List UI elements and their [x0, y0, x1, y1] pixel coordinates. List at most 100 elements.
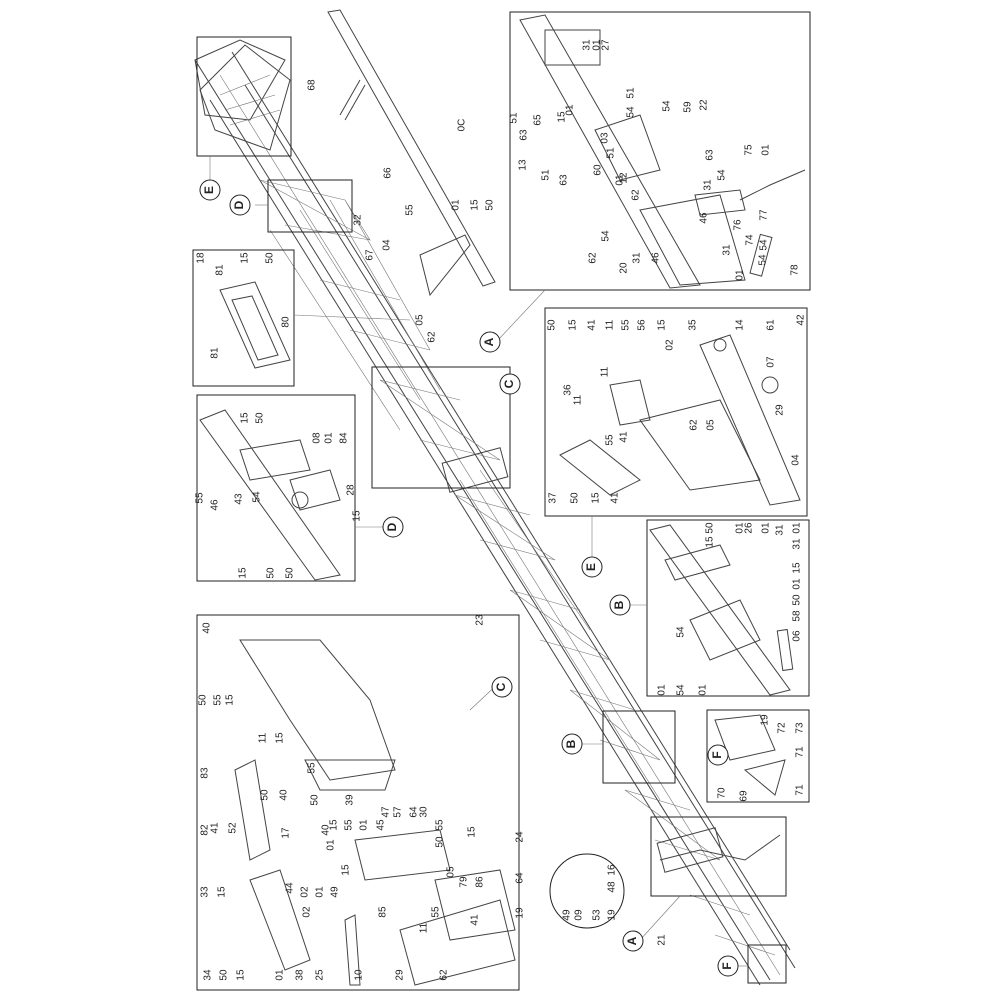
part-label-d: 28	[346, 484, 357, 496]
callout-circle	[382, 516, 404, 538]
part-label-main: 48	[607, 881, 618, 893]
callout-circle	[581, 556, 603, 578]
part-label-c: 15	[329, 819, 340, 831]
part-label-a: 01	[735, 269, 746, 281]
part-label-f: 19	[760, 714, 771, 726]
callout-circle	[479, 331, 501, 353]
part-label-e: 56	[637, 319, 648, 331]
part-label-a: 12	[619, 172, 630, 184]
callout-bubble-c: C	[499, 373, 521, 395]
callout-circle	[707, 744, 729, 766]
part-label-a: 51	[626, 87, 637, 99]
callout-circle	[499, 373, 521, 395]
part-label-e: 37	[548, 492, 559, 504]
part-label-a: 54	[662, 100, 673, 112]
callout-letter: F	[710, 751, 724, 758]
part-label-a: 46	[699, 212, 710, 224]
part-label-c: 55	[431, 906, 442, 918]
detail-box-E	[544, 307, 808, 517]
callout-letter: A	[482, 337, 496, 346]
part-label-a: 54	[626, 106, 637, 118]
part-label-c: 01	[326, 839, 337, 851]
part-label-e: 55	[605, 434, 616, 446]
part-label-b: 26	[744, 522, 755, 534]
part-label-a: 51	[541, 169, 552, 181]
part-label-r: 80	[281, 316, 292, 328]
part-label-c: 15	[225, 694, 236, 706]
part-label-main: 68	[307, 79, 318, 91]
part-label-e: 55	[621, 319, 632, 331]
part-label-a: 01	[615, 174, 626, 186]
part-label-e: 02	[665, 339, 676, 351]
part-label-c: 47	[381, 806, 392, 818]
part-label-main: 62	[427, 331, 438, 343]
part-label-c: 11	[419, 922, 430, 933]
part-label-main: 49	[562, 909, 573, 921]
part-label-b: 01	[657, 684, 668, 696]
part-label-b: 15	[792, 562, 803, 574]
part-label-b: 54	[676, 626, 687, 638]
part-label-main: 09	[574, 909, 585, 921]
part-label-c: 30	[419, 806, 430, 818]
part-label-main: 04	[382, 239, 393, 251]
part-label-c: 05	[446, 866, 457, 878]
part-label-d: 50	[285, 567, 296, 579]
part-label-b: 06	[792, 630, 803, 642]
part-label-main: 55	[405, 204, 416, 216]
callout-letter: D	[385, 522, 399, 531]
part-label-e: 11	[573, 394, 584, 405]
part-label-b: 54	[676, 684, 687, 696]
part-label-main: 19	[607, 909, 618, 921]
part-label-c: 41	[210, 822, 221, 834]
part-label-c: 50	[198, 694, 209, 706]
callout-letter: E	[202, 186, 216, 194]
part-label-a: 13	[518, 159, 529, 171]
callout-letter: C	[502, 379, 516, 388]
part-label-c: 45	[376, 819, 387, 831]
part-label-c: 34	[203, 969, 214, 981]
part-label-e: 05	[706, 419, 717, 431]
detail-box-D-main	[267, 179, 353, 233]
part-label-c: 01	[315, 886, 326, 898]
callout-letter: D	[232, 200, 246, 209]
part-label-a: 54	[717, 169, 728, 181]
callout-letter: C	[494, 682, 508, 691]
detail-box-E2	[196, 36, 292, 157]
part-label-c: 50	[260, 789, 271, 801]
part-label-e: 50	[547, 319, 558, 331]
part-label-a: 62	[631, 189, 642, 201]
part-label-a: 51	[509, 112, 520, 124]
callout-bubble-d: D	[229, 194, 251, 216]
part-label-c: 02	[300, 886, 311, 898]
part-label-a: 78	[790, 264, 801, 276]
callout-leaders	[209, 156, 748, 967]
detail-box-C-main	[371, 366, 511, 489]
part-label-c: 50	[219, 969, 230, 981]
part-label-e: 29	[775, 404, 786, 416]
part-label-d: 84	[339, 432, 350, 444]
detail-E-drawing	[559, 334, 801, 506]
part-label-c: 15	[467, 826, 478, 838]
part-label-c: 39	[345, 794, 356, 806]
part-label-c: 40	[202, 622, 213, 634]
callout-bubble-a: A	[622, 930, 644, 952]
part-label-c: 10	[354, 969, 365, 981]
part-label-a: 15	[557, 111, 568, 123]
part-label-e: 41	[610, 492, 621, 504]
callout-letter: F	[720, 962, 734, 969]
detail-B-drawing	[649, 524, 794, 696]
part-label-a: 63	[705, 149, 716, 161]
callout-circle	[717, 955, 739, 977]
part-label-e: 41	[619, 431, 630, 443]
part-label-d: 01	[324, 432, 335, 444]
part-label-e: 35	[688, 319, 699, 331]
part-label-c: 25	[315, 969, 326, 981]
part-label-main: 53	[592, 909, 603, 921]
part-label-c: 29	[395, 969, 406, 981]
part-label-f: 70	[717, 787, 728, 799]
part-label-b: 15	[705, 536, 716, 548]
part-label-b: 58	[792, 610, 803, 622]
part-label-main: 21	[657, 934, 668, 946]
callout-bubble-f: F	[717, 955, 739, 977]
part-label-e: 15	[568, 319, 579, 331]
